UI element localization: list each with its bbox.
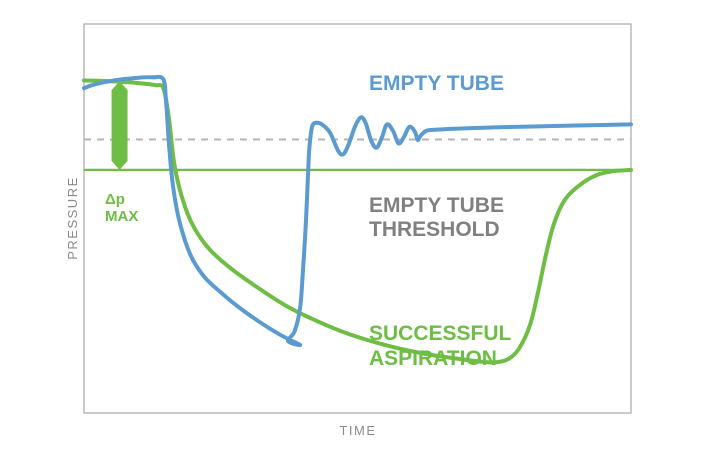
empty-tube-series-line (82, 74, 633, 348)
y-axis-title: PRESSURE (65, 176, 80, 260)
delta-p-arrow (111, 81, 128, 170)
series-lines (82, 74, 633, 365)
successful-label-line1: SUCCESSFUL (369, 322, 512, 345)
x-axis-title: TIME (339, 423, 376, 438)
delta-p-label: Δp (105, 191, 125, 208)
empty-tube-label: EMPTY TUBE (369, 72, 504, 95)
threshold-label-line1: EMPTY TUBE (369, 194, 504, 217)
delta-p-max-marker (111, 81, 128, 170)
delta-max-label: MAX (105, 208, 138, 225)
reference-lines (84, 138, 631, 171)
threshold-label-line2: THRESHOLD (369, 218, 500, 241)
plot-frame (83, 23, 632, 414)
successful-label-line2: ASPIRATION (369, 347, 497, 370)
